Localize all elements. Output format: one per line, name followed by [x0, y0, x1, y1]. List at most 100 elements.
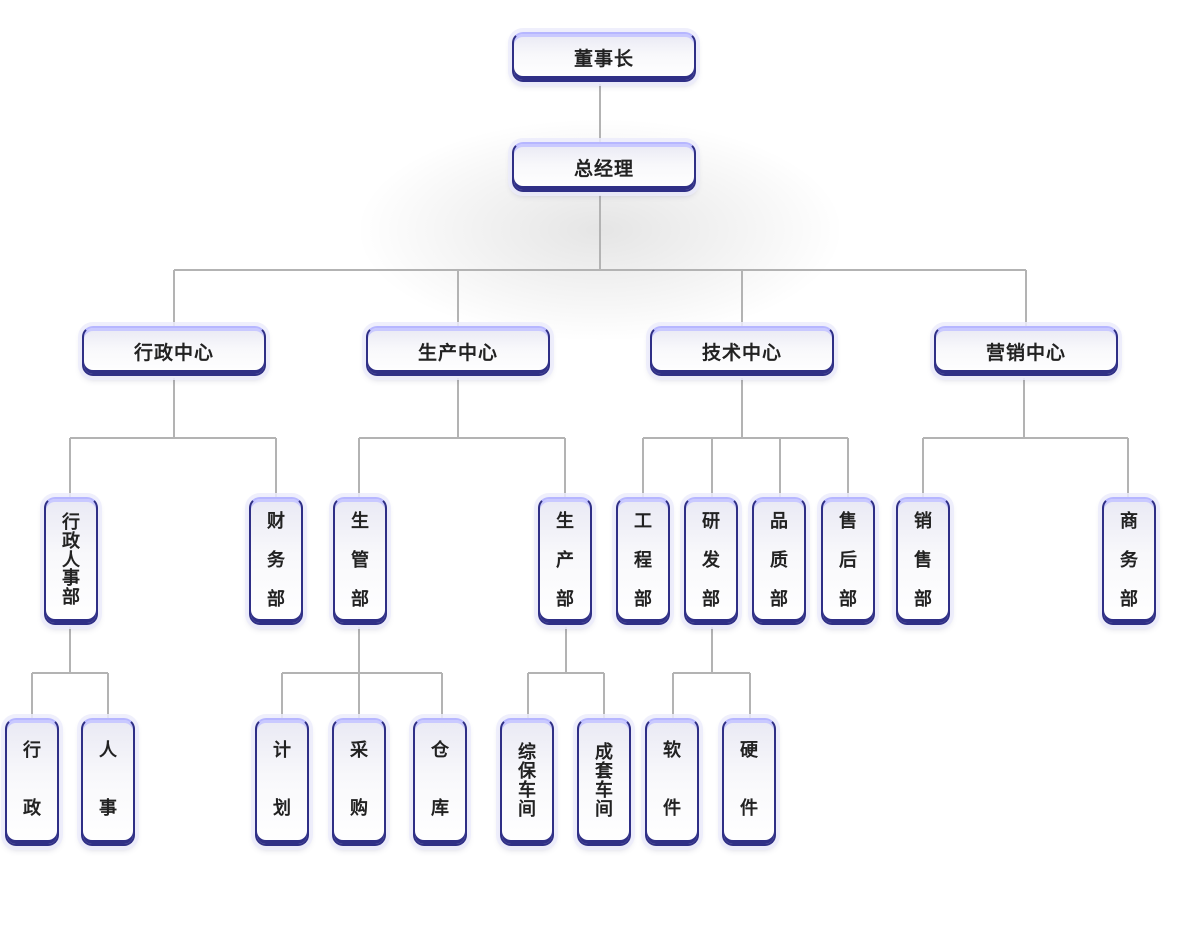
node-label: 生产部 — [556, 499, 574, 623]
node-software: 软件 — [645, 718, 699, 846]
node-label-char: 间 — [595, 798, 613, 820]
node-label-char: 行 — [62, 511, 80, 533]
node-label-char: 车 — [518, 780, 536, 801]
node-label-char: 车 — [595, 780, 613, 801]
node-label: 综保车间 — [518, 720, 536, 844]
node-label-char: 计 — [273, 740, 291, 761]
node-label-char: 成 — [595, 742, 613, 764]
node-label-char: 产 — [556, 550, 574, 571]
node-label-char: 售 — [839, 511, 857, 532]
node-label-char: 部 — [62, 587, 80, 609]
node-rd-dept: 研发部 — [684, 497, 738, 625]
node-label: 总经理 — [573, 157, 634, 180]
node-assembly-workshop: 成套车间 — [577, 718, 631, 846]
node-label-char: 发 — [702, 550, 720, 571]
node-label: 硬件 — [740, 720, 758, 844]
node-hr: 人事 — [81, 718, 135, 846]
node-label-char: 品 — [770, 511, 788, 532]
node-label-char: 研 — [702, 511, 720, 532]
node-label-char: 部 — [556, 589, 574, 610]
node-label-char: 销 — [914, 511, 932, 532]
node-label-char: 库 — [431, 798, 449, 819]
node-general-manager: 总经理 — [512, 142, 696, 192]
node-planning: 计划 — [255, 718, 309, 846]
node-general-workshop: 综保车间 — [500, 718, 554, 846]
node-engineering-dept: 工程部 — [616, 497, 670, 625]
node-label-char: 程 — [634, 550, 652, 571]
node-label-char: 生 — [556, 511, 574, 532]
node-label-char: 政 — [23, 798, 41, 819]
node-label-char: 财 — [267, 511, 285, 532]
node-label-char: 商 — [1120, 511, 1138, 532]
node-production-dept: 生产部 — [538, 497, 592, 625]
node-label-char: 部 — [267, 589, 285, 610]
node-label: 人事 — [99, 720, 117, 844]
node-admin: 行政 — [5, 718, 59, 846]
node-label-char: 硬 — [740, 740, 758, 761]
node-warehouse: 仓库 — [413, 718, 467, 846]
node-label: 软件 — [663, 720, 681, 844]
node-label-char: 部 — [770, 589, 788, 610]
node-label: 生管部 — [351, 499, 369, 623]
node-label: 行政 — [23, 720, 41, 844]
node-label-char: 人 — [99, 740, 117, 761]
node-label: 生产中心 — [417, 341, 498, 364]
node-label: 仓库 — [431, 720, 449, 844]
node-production-center: 生产中心 — [366, 326, 550, 376]
node-label-char: 保 — [518, 761, 536, 783]
node-label-char: 软 — [663, 740, 681, 761]
node-label-char: 售 — [914, 550, 932, 571]
node-label: 工程部 — [634, 499, 652, 623]
node-label-char: 综 — [518, 742, 536, 764]
node-label-char: 部 — [634, 589, 652, 610]
node-label-char: 政 — [62, 530, 80, 552]
node-label-char: 部 — [839, 589, 857, 610]
node-label-char: 生 — [351, 511, 369, 532]
node-aftersales-dept: 售后部 — [821, 497, 875, 625]
node-label: 行政人事部 — [62, 499, 80, 623]
node-hardware: 硬件 — [722, 718, 776, 846]
node-marketing-center: 营销中心 — [934, 326, 1118, 376]
node-label: 行政中心 — [133, 341, 214, 364]
node-label: 成套车间 — [595, 720, 613, 844]
node-quality-dept: 品质部 — [752, 497, 806, 625]
node-label: 计划 — [273, 720, 291, 844]
node-label-char: 质 — [770, 550, 788, 571]
node-label-char: 人 — [62, 549, 80, 571]
node-label-char: 部 — [914, 589, 932, 610]
node-business-dept: 商务部 — [1102, 497, 1156, 625]
node-label: 技术中心 — [701, 341, 782, 364]
node-label-char: 间 — [518, 798, 536, 820]
node-label-char: 部 — [1120, 589, 1138, 610]
node-label-char: 件 — [740, 798, 758, 819]
node-label-char: 行 — [23, 740, 41, 761]
node-label: 董事长 — [573, 47, 634, 70]
node-label-char: 划 — [273, 798, 291, 819]
node-label-char: 套 — [595, 761, 613, 783]
node-admin-hr-dept: 行政人事部 — [44, 497, 98, 625]
node-label: 售后部 — [839, 499, 857, 623]
node-label-char: 采 — [350, 740, 368, 761]
node-label-char: 管 — [351, 550, 369, 571]
node-prod-mgmt-dept: 生管部 — [333, 497, 387, 625]
node-label: 品质部 — [770, 499, 788, 623]
node-chairman: 董事长 — [512, 32, 696, 82]
node-label-char: 事 — [99, 798, 117, 819]
node-purchasing: 采购 — [332, 718, 386, 846]
node-label: 销售部 — [914, 499, 932, 623]
node-label-char: 部 — [351, 589, 369, 610]
node-label: 营销中心 — [985, 341, 1066, 364]
node-label-char: 务 — [267, 550, 285, 571]
node-label-char: 事 — [62, 568, 80, 590]
node-label-char: 件 — [663, 798, 681, 819]
node-label: 财务部 — [267, 499, 285, 623]
node-finance-dept: 财务部 — [249, 497, 303, 625]
node-label-char: 仓 — [431, 740, 449, 761]
node-tech-center: 技术中心 — [650, 326, 834, 376]
node-label-char: 部 — [702, 589, 720, 610]
node-label: 采购 — [350, 720, 368, 844]
node-label-char: 务 — [1120, 550, 1138, 571]
node-label: 商务部 — [1120, 499, 1138, 623]
